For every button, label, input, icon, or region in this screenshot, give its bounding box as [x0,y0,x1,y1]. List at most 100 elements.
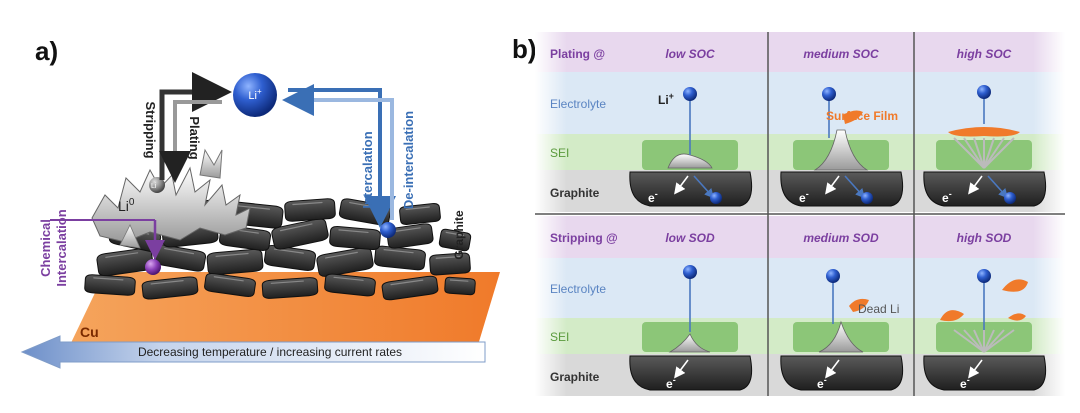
dendrite-branch [963,137,985,169]
plating-cell: e- [780,87,904,207]
stripping-header-label: Stripping @ [550,231,618,245]
plating-header-label: Plating @ [550,47,605,61]
dendrite-branch [983,137,1005,169]
li-ion [822,87,836,101]
col-low-soc: low SOC [665,47,715,61]
lithium-deposit [667,153,713,169]
dendrite-tip [199,148,223,179]
li-zero-label: Li0 [118,197,135,214]
graphite-flake [324,273,376,297]
graphite-flake [141,276,199,300]
dead-li [849,298,869,312]
temperature-rate-arrow [20,335,486,369]
row-sei-top: SEI [550,146,569,160]
li-ion [861,192,873,204]
electron-label: e- [817,375,827,391]
dendrite-branch [119,224,141,249]
dead-li-label: Dead Li [858,302,899,316]
li-ion [683,265,697,279]
li-ion [683,87,697,101]
cu-label: Cu [80,324,99,340]
li-ion-large-label: Li+ [248,87,262,102]
graphite-block [923,355,1047,391]
plating-cell: e- [629,87,753,207]
graphite-flake [284,198,336,222]
li-ion [710,192,722,204]
ion-arrow [844,175,866,199]
stripping-cell: e- [923,269,1047,391]
dead-li [1008,313,1026,321]
dendrite-branch [983,329,995,353]
plating-arrow [159,100,222,183]
li-blue-intercalated [380,222,396,238]
deintercalation-label: De-intercalation [401,111,416,209]
li-small-label: Li [151,183,157,190]
electron-label: e- [960,375,970,391]
graphite-flake [429,252,471,276]
graphite-label: Graphite [452,210,466,260]
intercalation-arrow [288,88,396,228]
dendrite-branch [983,329,1015,353]
graphite-flake [316,247,374,277]
graphite-flake [204,273,256,297]
row-graphite-bottom: Graphite [550,370,600,384]
dendrite-branch [953,137,985,169]
electron-label: e- [666,375,676,391]
lithium-dendrite [813,129,869,171]
panel-a: a) Cu Li0 Li Chemical Intercalation Li+ … [20,36,500,369]
dendrite-branch [953,329,985,353]
plating-label: Plating [187,116,202,159]
panel-b-cells: e-e-e-e-e-e- [629,85,1047,391]
row-electrolyte-top: Electrolyte [550,97,606,111]
col-medium-soc: medium SOC [803,47,879,61]
graphite-block [629,355,753,391]
dead-li [940,310,964,322]
electron-label: e- [942,189,952,205]
stripping-cell: e- [780,269,904,391]
li-ion [977,269,991,283]
electron-arrow [674,359,689,379]
lithium-remaining [818,320,864,353]
panel-b-label: b) [512,34,537,64]
stripping-cell: e- [629,265,753,391]
row-graphite-top: Graphite [550,186,600,200]
graphite-flake [261,277,319,299]
graphite-flake [264,245,316,271]
plating-cell: e- [923,85,1047,207]
li-ion [977,85,991,99]
electron-arrow [825,359,840,379]
electron-arrow [825,175,840,195]
dendrite-branch [983,137,995,169]
dead-li [1002,279,1028,292]
dendrite-branch [963,329,985,353]
panel-b: b) Plating @ low SOC medium SOC high SOC… [512,32,1065,396]
surface-film-high [948,127,1020,137]
li-ion-large [233,73,277,117]
graphite-flake [84,274,136,296]
col-low-sod: low SOD [665,231,715,245]
electron-label: e- [648,189,658,205]
deintercalation-arrow [282,84,394,220]
electron-arrow [968,175,983,195]
graphite-flake [374,245,426,271]
graphite-flake [206,248,264,276]
col-medium-sod: medium SOD [803,231,879,245]
lithium-remaining [668,333,711,353]
dendrite-branch [983,137,1015,169]
li-purple-intercalated [145,259,161,275]
col-high-sod: high SOD [957,231,1012,245]
electron-arrow [674,175,689,195]
stripping-label: Stripping [143,101,158,158]
dendrite-branch [973,137,985,169]
graphite-flake [444,276,476,296]
col-high-soc: high SOC [957,47,1012,61]
graphite-flake [399,203,441,225]
row-electrolyte-bottom: Electrolyte [550,282,606,296]
li-plus-label-b: Li+ [658,91,674,107]
stripping-arrow [159,72,232,180]
graphite-flake [153,244,207,272]
intercalation-label: Intercalation [360,131,375,208]
lithium-metal-deposit [91,166,251,243]
